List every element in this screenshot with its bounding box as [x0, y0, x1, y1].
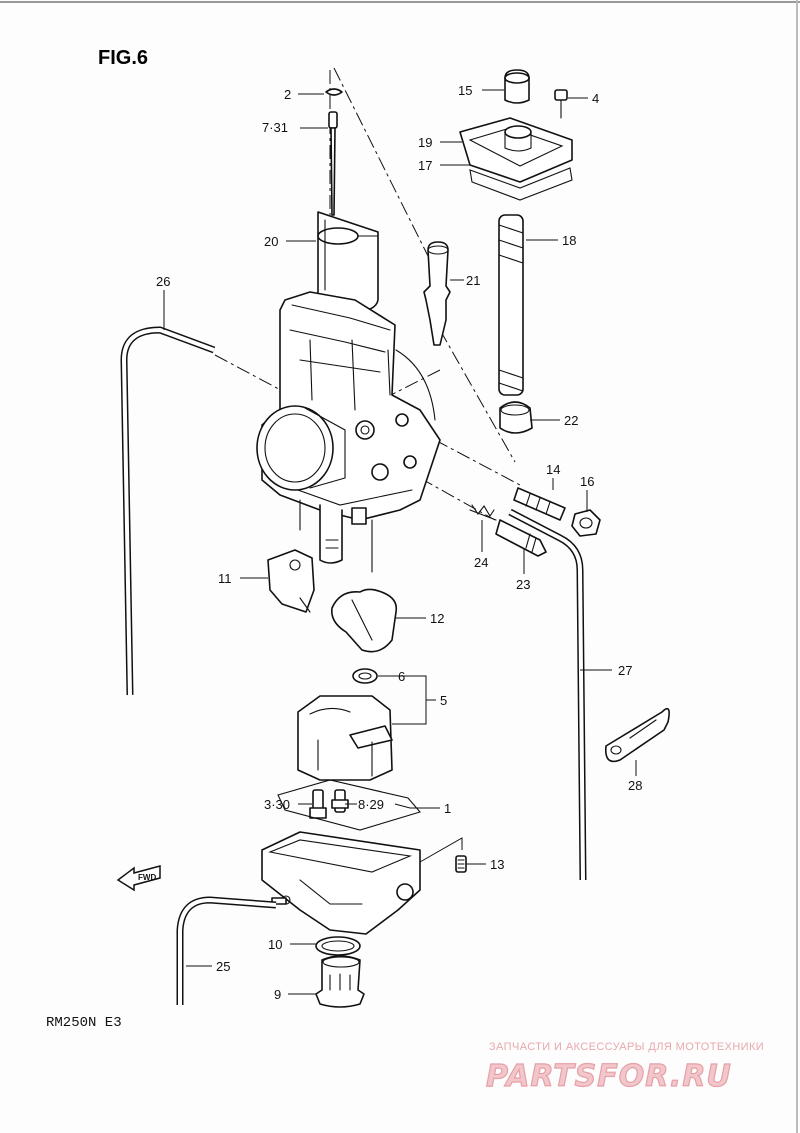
carburetor-body: [256, 291, 441, 573]
callout-2: 2: [284, 87, 291, 102]
callout-28: 28: [628, 778, 642, 793]
callout-6: 6: [398, 669, 405, 684]
part-8-pilot-jet: [331, 789, 349, 813]
part-24-spring: [469, 504, 497, 521]
part-28-bracket: [604, 707, 670, 763]
part-5-float-chamber-top: [297, 695, 393, 781]
callout-14: 14: [546, 462, 560, 477]
part-14-screw: [513, 487, 566, 521]
fwd-arrow-icon: FWD: [116, 865, 161, 892]
figure-title: FIG.6: [98, 47, 148, 69]
assembly-guide-lines: [214, 67, 521, 521]
callout-22: 22: [564, 413, 578, 428]
callout-16: 16: [580, 474, 594, 489]
part-11-cover: [267, 549, 315, 613]
callout-1: 1: [444, 801, 451, 816]
callout-24: 24: [474, 555, 488, 570]
part-10-o-ring: [315, 936, 361, 956]
part-2-clip: [325, 88, 343, 96]
part-15-cap: [504, 69, 530, 104]
part-18-spring: [498, 214, 524, 396]
part-22-guide: [499, 401, 533, 434]
watermark-logo: PARTSFOR.RU: [486, 1059, 732, 1094]
part-25-hose: [176, 896, 277, 1005]
callout-labels: 2 7·31 20 15 4 19 17 18 21 22 14 16 24 2…: [156, 83, 642, 1002]
part-21-choke-plunger: [423, 241, 451, 346]
callout-4: 4: [592, 91, 599, 106]
callout-7-31: 7·31: [262, 120, 288, 135]
callout-27: 27: [618, 663, 632, 678]
callout-9: 9: [274, 987, 281, 1002]
callout-15: 15: [458, 83, 472, 98]
callout-17: 17: [418, 158, 432, 173]
leader-lines: [163, 89, 637, 995]
callout-25: 25: [216, 959, 230, 974]
callout-18: 18: [562, 233, 576, 248]
part-9-drain-plug: [315, 955, 365, 1008]
callout-12: 12: [430, 611, 444, 626]
callout-19: 19: [418, 135, 432, 150]
callout-23: 23: [516, 577, 530, 592]
part-26-hose: [120, 326, 216, 696]
part-16-nut: [571, 509, 601, 537]
watermark-tagline: ЗАПЧАСТИ И АКСЕССУАРЫ ДЛЯ МОТОТЕХНИКИ: [489, 1041, 764, 1053]
callout-26: 26: [156, 274, 170, 289]
part-12-float: [330, 588, 398, 653]
part-4-screw: [554, 89, 568, 119]
callout-21: 21: [466, 273, 480, 288]
part-27-hose: [508, 508, 587, 881]
part-13-screw: [455, 855, 467, 873]
callout-3-30: 3·30: [264, 797, 290, 812]
callout-11: 11: [218, 571, 232, 586]
part-17-gasket: [469, 167, 573, 201]
watermark: ЗАПЧАСТИ И АКСЕССУАРЫ ДЛЯ МОТОТЕХНИКИ PA…: [485, 1041, 764, 1095]
callout-20: 20: [264, 234, 278, 249]
callout-8-29: 8·29: [358, 797, 384, 812]
part-1-float-bowl: [261, 779, 421, 935]
part-23-air-screw: [495, 519, 547, 557]
fwd-label: FWD: [138, 873, 156, 882]
model-code: RM250N E3: [46, 1015, 122, 1031]
callout-5: 5: [440, 693, 447, 708]
part-3-main-jet: [309, 789, 327, 819]
part-7-jet-needle: [328, 111, 338, 216]
part-6-o-ring: [352, 668, 378, 684]
callout-13: 13: [490, 857, 504, 872]
callout-10: 10: [268, 937, 282, 952]
